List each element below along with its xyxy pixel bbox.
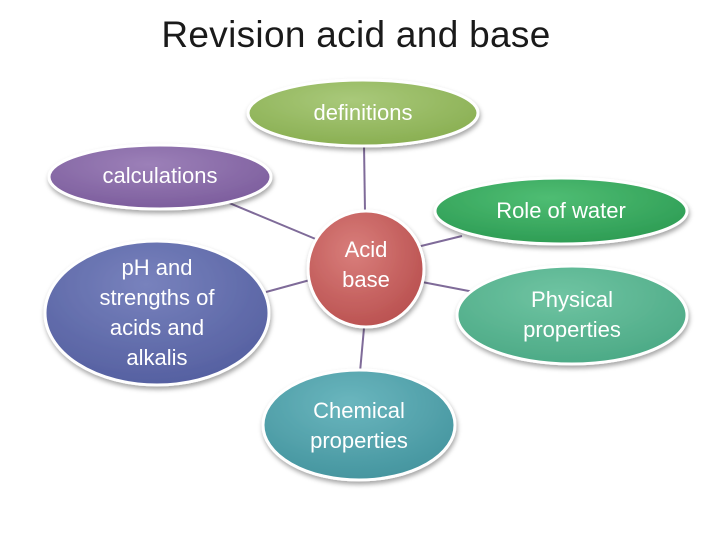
connector-physical — [421, 281, 475, 293]
node-chemical-ellipse[interactable] — [261, 368, 457, 482]
node-calculations-ellipse[interactable] — [47, 143, 273, 211]
slide-title: Revision acid and base — [0, 14, 728, 56]
node-center-circle[interactable] — [306, 209, 426, 329]
connector-definitions — [363, 143, 366, 213]
connector-ph-strengths — [265, 279, 311, 293]
slide-title-text: Revision acid and base — [161, 14, 551, 55]
connector-role-of-water — [416, 235, 463, 248]
connector-lines — [221, 143, 475, 373]
connector-calculations — [221, 199, 319, 241]
node-physical-ellipse[interactable] — [455, 264, 689, 366]
connector-chemical — [359, 327, 365, 373]
node-ph-strengths-ellipse[interactable] — [43, 239, 271, 387]
node-definitions-ellipse[interactable] — [246, 78, 480, 148]
node-role-of-water-ellipse[interactable] — [433, 176, 689, 246]
